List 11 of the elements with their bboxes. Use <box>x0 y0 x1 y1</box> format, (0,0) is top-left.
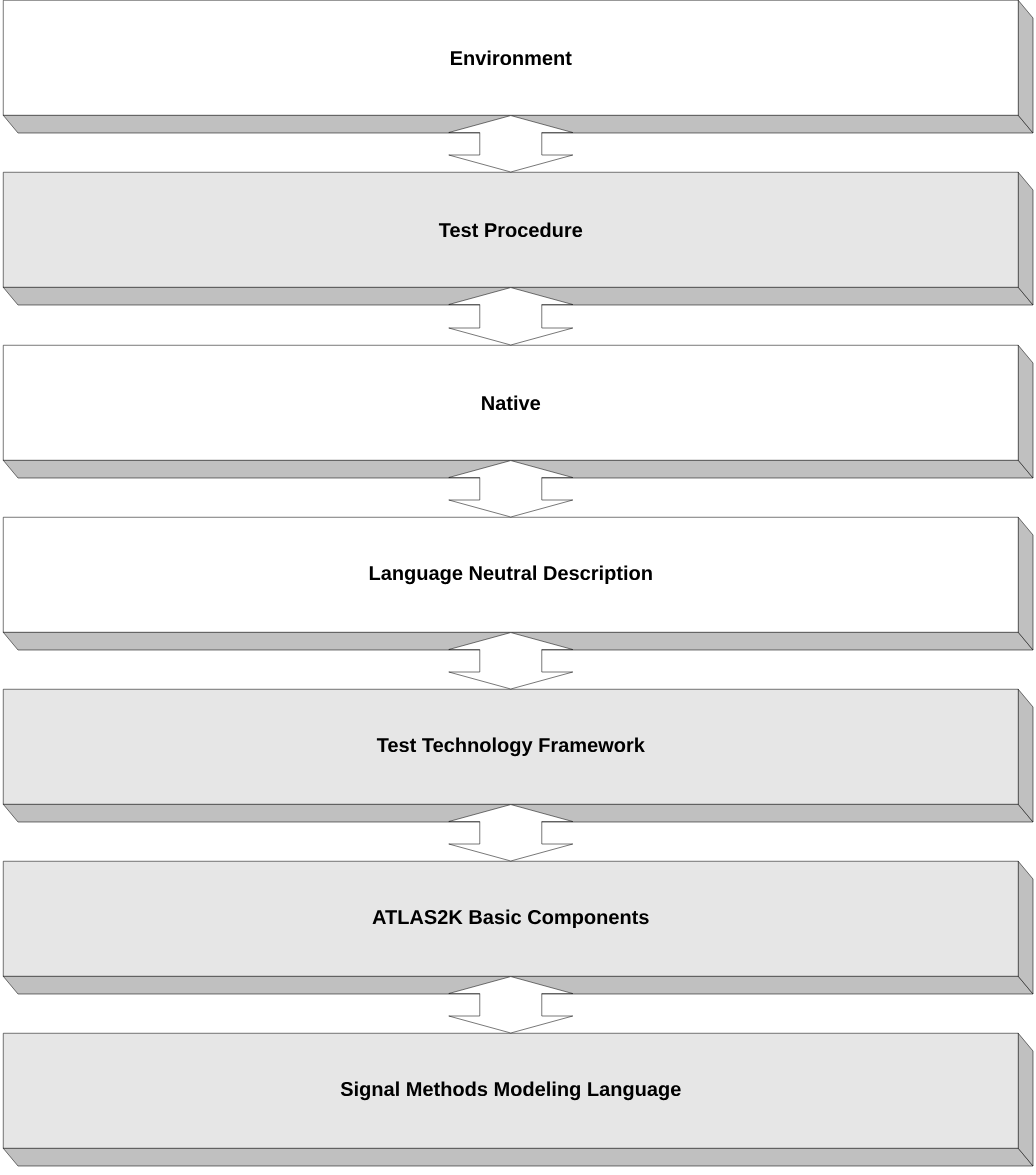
double-arrow <box>448 632 574 690</box>
slab-box: Signal Methods Modeling Language <box>2 1032 1034 1167</box>
slab-box: Test Procedure <box>2 171 1034 306</box>
slab-box: Language Neutral Description <box>2 516 1034 651</box>
double-arrow <box>448 287 574 346</box>
slab-box: Environment <box>2 0 1034 134</box>
slab-box: ATLAS2K Basic Components <box>2 860 1034 995</box>
double-arrow <box>448 460 574 518</box>
slab-box: Test Technology Framework <box>2 688 1034 823</box>
double-arrow <box>448 115 574 173</box>
slab-box: Native <box>2 344 1034 479</box>
